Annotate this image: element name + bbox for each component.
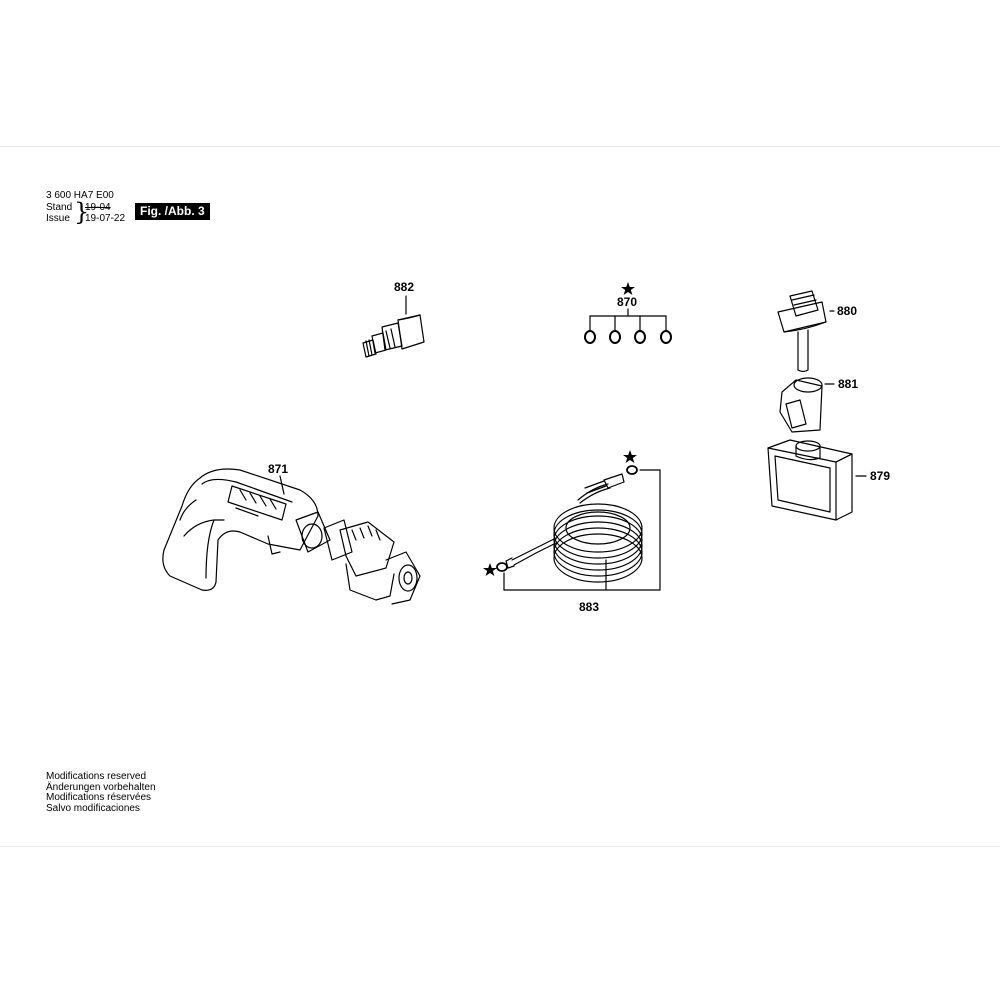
star-marker-883-bottom	[483, 563, 497, 576]
issue-label: Issue	[46, 213, 70, 224]
o-rings-870-illustration	[584, 308, 672, 344]
part-number-879: 879	[870, 469, 891, 483]
stand-label: Stand	[46, 202, 73, 213]
sheet-bottom-border	[0, 846, 1000, 847]
issue-value: 19-07-22	[85, 213, 126, 224]
star-marker-883-top	[623, 450, 637, 463]
revision-labels: Stand Issue	[46, 202, 72, 224]
detergent-cap-880-illustration	[777, 290, 835, 373]
part-number-883: 883	[579, 600, 600, 614]
revision-values: 19-04 19-07-22	[85, 202, 125, 224]
part-number-871: 871	[268, 462, 289, 476]
sheet-top-border	[0, 146, 1000, 147]
part-number-882: 882	[394, 280, 415, 294]
part-number-880: 880	[837, 304, 858, 318]
hose-883-illustration	[496, 465, 661, 591]
holder-clip-881-illustration	[779, 377, 835, 433]
star-marker-870	[621, 282, 635, 295]
modifications-notice: Modifications reserved Änderungen vorbeh…	[46, 771, 156, 814]
notice-line-en: Modifications reserved	[46, 771, 147, 782]
notice-line-de: Änderungen vorbehalten	[46, 781, 156, 793]
nozzle-adapter-882-illustration	[362, 295, 425, 358]
spray-gun-871-illustration	[162, 468, 421, 605]
figure-badge: Fig. /Abb. 3	[135, 203, 210, 220]
document-number: 3 600 HA7 E00	[46, 190, 114, 201]
stand-value: 19-04	[85, 202, 111, 213]
notice-line-fr: Modifications réservées	[46, 792, 152, 803]
detergent-tank-879-illustration	[767, 439, 867, 521]
notice-line-es: Salvo modificaciones	[46, 802, 140, 814]
part-number-881: 881	[838, 377, 859, 391]
revision-brace: }	[74, 198, 90, 226]
part-number-870: 870	[617, 295, 638, 309]
